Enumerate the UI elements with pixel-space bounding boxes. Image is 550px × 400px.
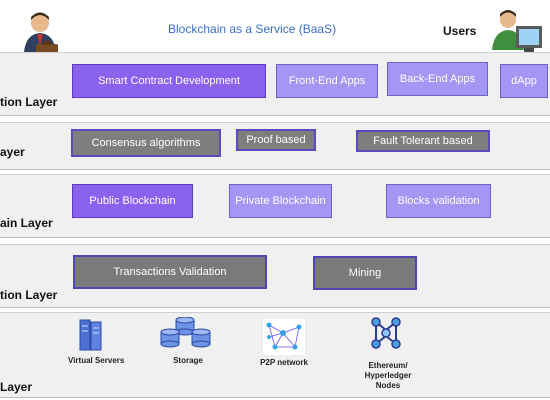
storage-label: Storage <box>173 356 203 365</box>
consensus-algorithms-box: Consensus algorithms <box>71 129 221 157</box>
blockchain-layer-label: ain Layer <box>0 216 53 230</box>
storage-icon <box>160 317 211 348</box>
smart-contract-box: Smart Contract Development <box>72 64 266 98</box>
consensus-layer-label: ayer <box>0 145 25 159</box>
public-blockchain-box: Public Blockchain <box>72 184 193 218</box>
mining-box: Mining <box>313 256 417 290</box>
private-blockchain-box: Private Blockchain <box>229 184 332 218</box>
infrastructure-layer-label: Layer <box>0 380 33 394</box>
front-end-apps-box: Front-End Apps <box>276 64 378 98</box>
blocks-validation-box: Blocks validation <box>386 184 491 218</box>
network-icon <box>263 319 305 355</box>
transactions-validation-box: Transactions Validation <box>73 255 267 289</box>
p2p-network-label: P2P network <box>260 358 308 367</box>
fault-tolerant-box: Fault Tolerant based <box>356 130 490 152</box>
users-label: Users <box>443 24 477 38</box>
back-end-apps-box: Back-End Apps <box>387 62 488 96</box>
server-icon <box>79 319 102 351</box>
nodes-icon <box>371 317 401 349</box>
nodes-label: Ethereum/ Hyperledger Nodes <box>364 361 412 390</box>
virtual-servers-label: Virtual Servers <box>68 356 125 365</box>
application-layer-label: tion Layer <box>0 95 58 109</box>
proof-based-box: Proof based <box>236 129 316 151</box>
transaction-layer-label: tion Layer <box>0 288 58 302</box>
diagram-title: Blockchain as a Service (BaaS) <box>168 22 337 36</box>
dapp-box: dApp <box>500 64 548 98</box>
